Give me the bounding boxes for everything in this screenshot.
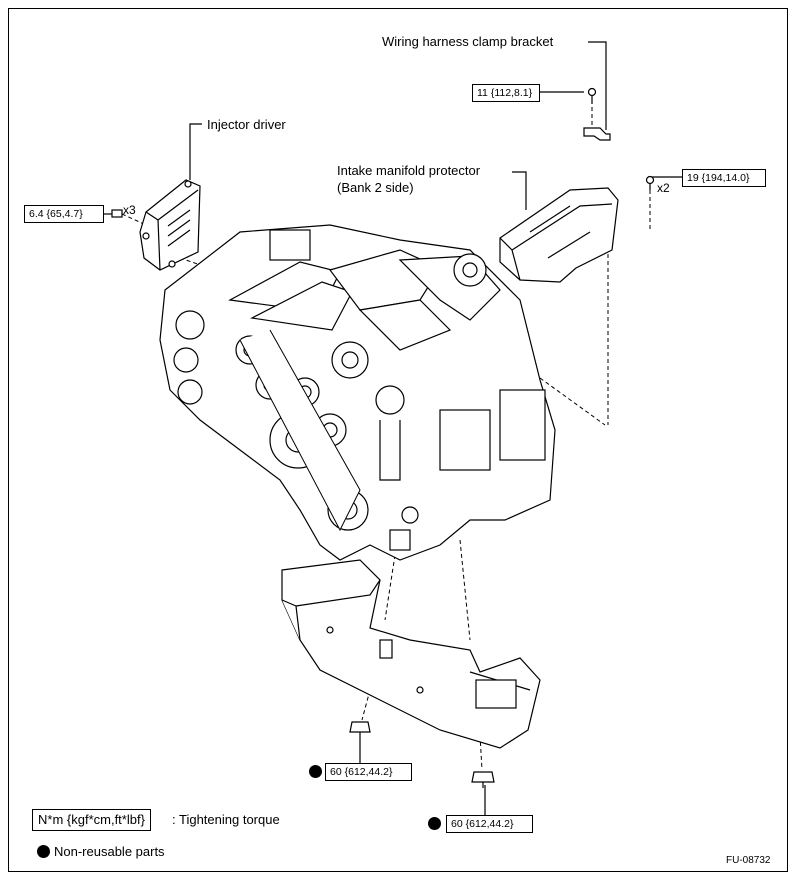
mount-nut-right-torque-box: 60 {612,44.2} [446,815,533,833]
non-reusable-dot-left [309,765,322,778]
protector-multiplier: x2 [657,181,670,195]
injector-driver-multiplier: x3 [123,203,136,217]
engine-part [159,224,556,561]
legend-torque-unit: N*m {kgf*cm,ft*lbf} [32,809,151,831]
injector-driver-label: Injector driver [207,117,286,132]
crossmember-part [281,559,541,788]
clamp-bracket-torque-box: 11 {112,8.1} [472,84,540,102]
figure-id: FU-08732 [726,855,771,866]
mount-nut-left-torque-box: 60 {612,44.2} [325,763,412,781]
legend-torque-desc: : Tightening torque [172,812,280,827]
injector-driver-part [111,179,201,271]
injector-driver-torque-box: 6.4 {65,4.7} [24,205,104,223]
figure-frame [8,8,788,872]
intake-protector-label-line1: Intake manifold protector [337,163,481,178]
intake-protector-label-line2: (Bank 2 side) [337,180,414,195]
clamp-bracket-part [583,87,611,141]
intake-protector-part [499,175,655,283]
non-reusable-dot-right [428,817,441,830]
legend-non-reusable-dot [37,845,50,858]
protector-torque-box: 19 {194,14.0} [682,169,766,187]
legend-non-reusable-label: Non-reusable parts [54,844,165,859]
wiring-harness-clamp-bracket-label: Wiring harness clamp bracket [382,34,554,49]
